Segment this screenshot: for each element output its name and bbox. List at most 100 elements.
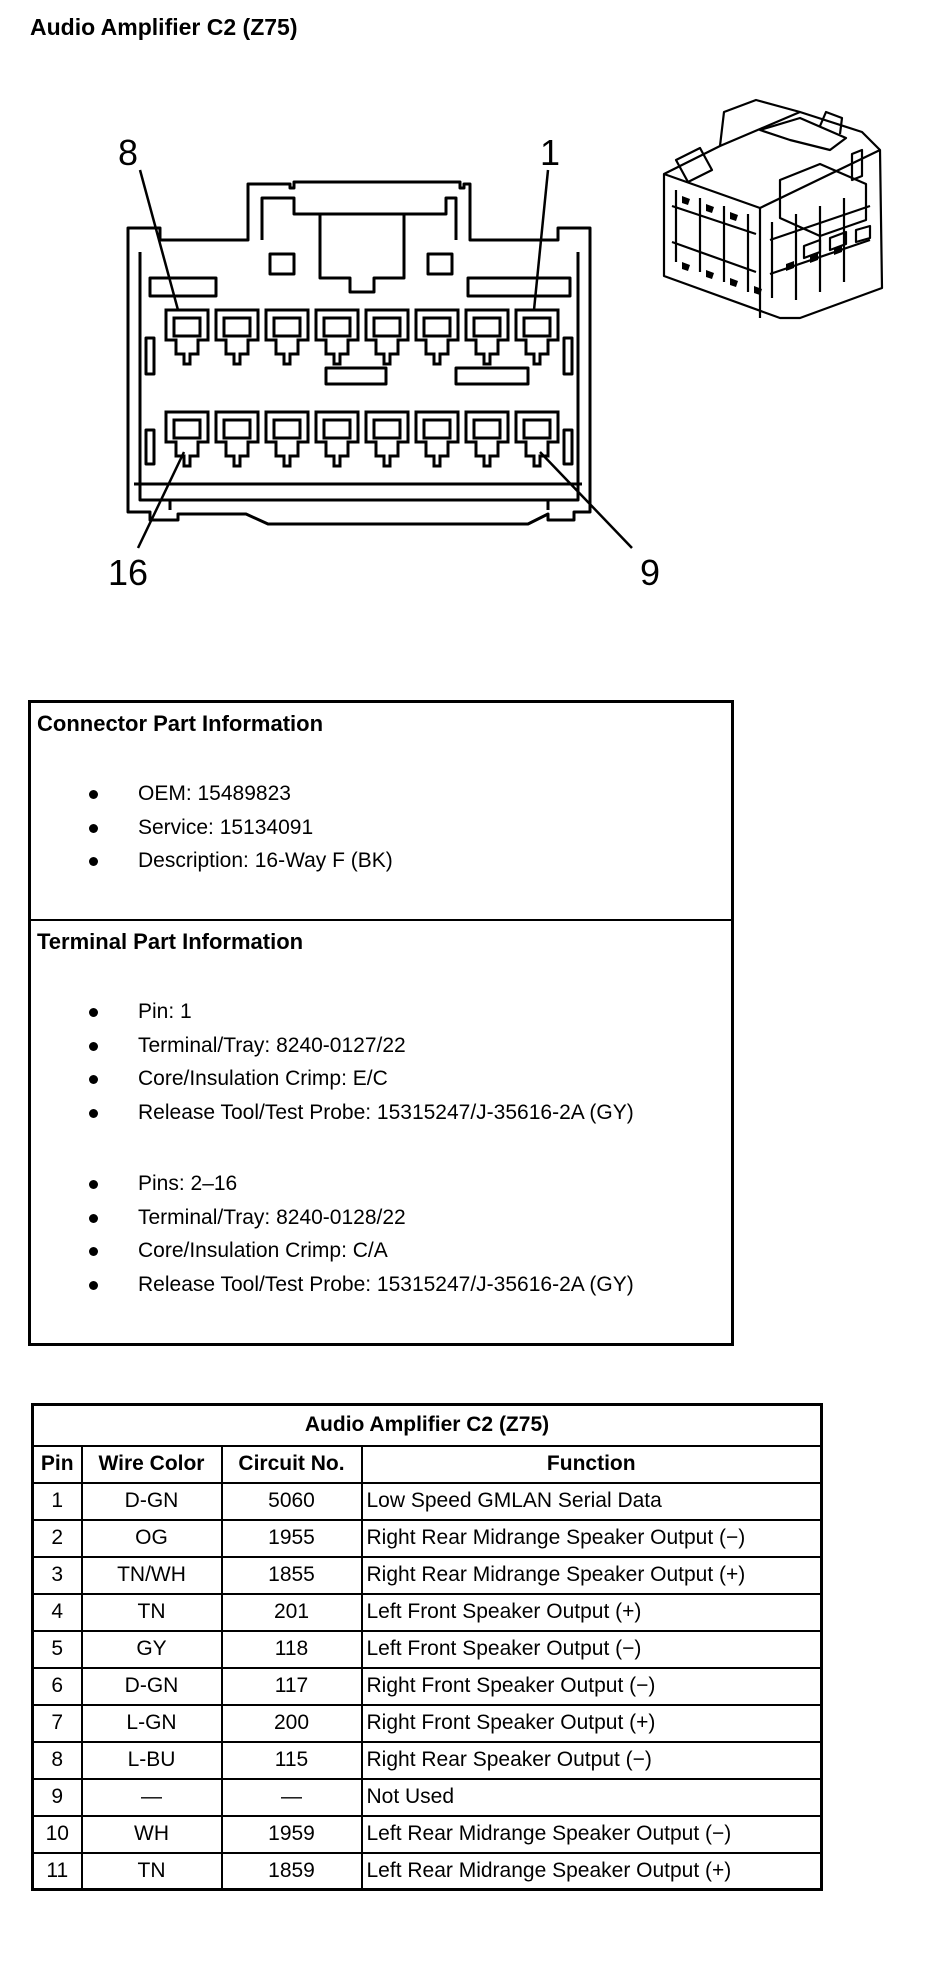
- wire-color-cell: D-GN: [80, 1666, 223, 1706]
- wire-color-cell: D-GN: [80, 1481, 223, 1521]
- connector-drawing: 8 1 16 9: [108, 98, 884, 593]
- circuit-no-cell: 118: [220, 1629, 363, 1669]
- leader-line-1: [532, 169, 550, 311]
- pin-cavity-top-6: [414, 308, 460, 366]
- function-cell: Left Rear Midrange Speaker Output (−): [360, 1814, 823, 1854]
- connector-3d-view: [662, 98, 884, 320]
- pin-cavity-top-2: [214, 308, 260, 366]
- connector-3d-pins: [682, 196, 842, 295]
- circuit-no-cell: 1955: [220, 1518, 363, 1558]
- list-item: OEM: 15489823: [31, 777, 393, 811]
- column-header-circuit-no: Circuit No.: [220, 1444, 363, 1484]
- pin-cell: 6: [31, 1666, 83, 1706]
- pin-cell: 2: [31, 1518, 83, 1558]
- pin-cavity-top-7: [464, 308, 510, 366]
- circuit-no-cell: 5060: [220, 1481, 363, 1521]
- pin-cavity-bottom-4: [314, 410, 360, 468]
- pin-cell: 5: [31, 1629, 83, 1669]
- pin-cell: 4: [31, 1592, 83, 1632]
- list-item: Pins: 2–16: [31, 1167, 634, 1201]
- pin-cavity-bottom-6: [414, 410, 460, 468]
- pin-cavity-bottom-8: [514, 410, 560, 468]
- connector-info-heading: Connector Part Information: [37, 711, 324, 736]
- wire-color-cell: GY: [80, 1629, 223, 1669]
- list-item: Core/Insulation Crimp: E/C: [31, 1062, 634, 1096]
- function-cell: Left Rear Midrange Speaker Output (+): [360, 1851, 823, 1891]
- pin-cavity-bottom-5: [364, 410, 410, 468]
- function-cell: Right Front Speaker Output (−): [360, 1666, 823, 1706]
- function-cell: Not Used: [360, 1777, 823, 1817]
- list-item: Release Tool/Test Probe: 15315247/J-3561…: [31, 1268, 634, 1302]
- table-header-row: Pin Wire Color Circuit No. Function: [31, 1444, 823, 1484]
- function-cell: Left Front Speaker Output (−): [360, 1629, 823, 1669]
- function-cell: Low Speed GMLAN Serial Data: [360, 1481, 823, 1521]
- pin-cell: 7: [31, 1703, 83, 1743]
- pin-cell: 8: [31, 1740, 83, 1780]
- part-information-box: Connector Part Information OEM: 15489823…: [28, 700, 734, 1346]
- terminal-info-heading: Terminal Part Information: [37, 929, 304, 954]
- list-item: Terminal/Tray: 8240-0127/22: [31, 1029, 634, 1063]
- pin-cell: 9: [31, 1777, 83, 1817]
- pin-cavity-top-5: [364, 308, 410, 366]
- pin-cavity-top-8: [514, 308, 560, 366]
- function-cell: Left Front Speaker Output (+): [360, 1592, 823, 1632]
- circuit-no-cell: 200: [220, 1703, 363, 1743]
- page-title: Audio Amplifier C2 (Z75): [30, 14, 298, 40]
- terminal-part-information: Terminal Part Information Pin: 1 Termina…: [31, 921, 731, 1343]
- circuit-no-cell: 117: [220, 1666, 363, 1706]
- connector-housing: [126, 180, 592, 526]
- circuit-no-cell: —: [220, 1777, 363, 1817]
- wire-color-cell: OG: [80, 1518, 223, 1558]
- list-item: Service: 15134091: [31, 811, 393, 845]
- list-item: Description: 16-Way F (BK): [31, 844, 393, 878]
- list-item: Terminal/Tray: 8240-0128/22: [31, 1201, 634, 1235]
- pin-label-8: 8: [118, 132, 138, 173]
- pin-cavity-bottom-2: [214, 410, 260, 468]
- pin-label-16: 16: [108, 552, 148, 593]
- wire-color-cell: TN: [80, 1851, 223, 1891]
- pin-cavity-bottom-1: [164, 410, 210, 468]
- connector-part-information: Connector Part Information OEM: 15489823…: [31, 703, 731, 921]
- pin-cavity-top-3: [264, 308, 310, 366]
- pin-label-1: 1: [540, 132, 560, 173]
- pin-cell: 10: [31, 1814, 83, 1854]
- function-cell: Right Rear Midrange Speaker Output (+): [360, 1555, 823, 1595]
- connector-info-list: OEM: 15489823 Service: 15134091 Descript…: [31, 777, 393, 878]
- circuit-no-cell: 1855: [220, 1555, 363, 1595]
- pin-cell: 3: [31, 1555, 83, 1595]
- pin-label-9: 9: [640, 552, 660, 593]
- wire-color-cell: L-GN: [80, 1703, 223, 1743]
- wire-color-cell: L-BU: [80, 1740, 223, 1780]
- function-cell: Right Front Speaker Output (+): [360, 1703, 823, 1743]
- pin-cell: 1: [31, 1481, 83, 1521]
- function-cell: Right Rear Speaker Output (−): [360, 1740, 823, 1780]
- wire-color-cell: TN/WH: [80, 1555, 223, 1595]
- circuit-no-cell: 115: [220, 1740, 363, 1780]
- circuit-no-cell: 1959: [220, 1814, 363, 1854]
- terminal-info-group-2: Pins: 2–16 Terminal/Tray: 8240-0128/22 C…: [31, 1167, 634, 1301]
- circuit-no-cell: 201: [220, 1592, 363, 1632]
- list-item: Pin: 1: [31, 995, 634, 1029]
- leader-line-9: [539, 451, 633, 549]
- pin-cavity-top-4: [314, 308, 360, 366]
- circuit-no-cell: 1859: [220, 1851, 363, 1891]
- table-caption: Audio Amplifier C2 (Z75): [31, 1403, 823, 1447]
- function-cell: Right Rear Midrange Speaker Output (−): [360, 1518, 823, 1558]
- list-item: Core/Insulation Crimp: C/A: [31, 1234, 634, 1268]
- column-header-pin: Pin: [31, 1444, 83, 1484]
- column-header-function: Function: [360, 1444, 823, 1484]
- wire-color-cell: WH: [80, 1814, 223, 1854]
- list-item: Release Tool/Test Probe: 15315247/J-3561…: [31, 1096, 634, 1130]
- table-row: 9——Not Used: [31, 1777, 823, 1817]
- pin-table: Audio Amplifier C2 (Z75) Pin Wire Color …: [31, 1403, 823, 1891]
